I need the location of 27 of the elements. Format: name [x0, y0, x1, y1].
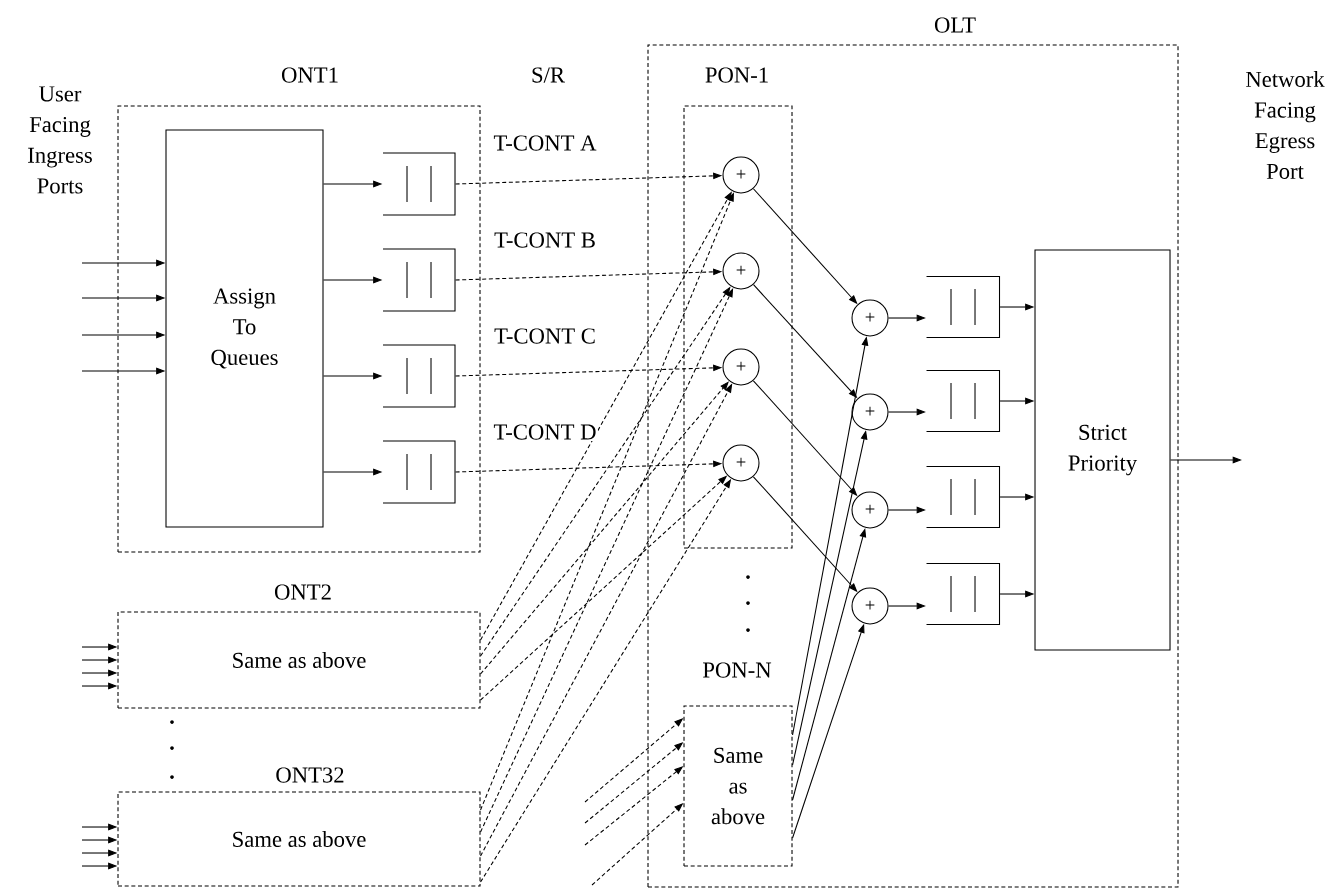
queue-symbol [382, 248, 456, 312]
queue-symbol [925, 465, 1001, 529]
port-label: User Facing Ingress Ports [28, 86, 92, 194]
priority-box: Strict Priority [1034, 249, 1171, 651]
node-label: PON-1 [705, 67, 768, 83]
edge-label: T-CONT A [492, 134, 598, 152]
edge-label: T-CONT C [492, 327, 598, 345]
ont-box: ONT32 Same as above [117, 767, 481, 887]
ont-box: ONT2 Same as above [117, 584, 481, 709]
queue-symbol [382, 152, 456, 216]
queue-symbol [925, 369, 1001, 433]
queue-symbol [925, 275, 1001, 339]
port-label: Network Facing Egress Port [1246, 71, 1325, 179]
interface-label: S/R [532, 67, 565, 83]
pon-box: PON-N Same as above [683, 662, 793, 867]
edge-label: T-CONT B [492, 231, 598, 249]
edge-label: T-CONT D [492, 423, 598, 441]
node-label: ONT2 [274, 584, 331, 600]
node-label: ONT32 [276, 767, 344, 783]
node-label: OLT [934, 17, 976, 33]
queue-symbol [382, 440, 456, 504]
node-label: ONT1 [281, 67, 338, 83]
dashed-arrow [480, 381, 729, 675]
queue-symbol [925, 562, 1001, 626]
queue-symbol [382, 344, 456, 408]
process-box: Assign To Queues [165, 129, 324, 528]
node-label: PON-N [703, 662, 772, 678]
